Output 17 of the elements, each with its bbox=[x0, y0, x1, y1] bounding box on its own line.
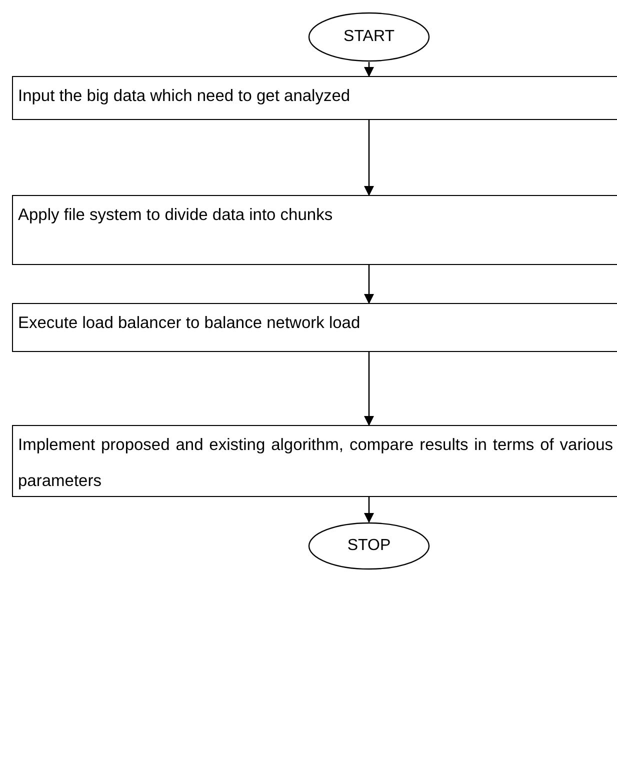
terminal-label: STOP bbox=[347, 536, 391, 556]
process-box bbox=[12, 195, 617, 265]
arrow bbox=[364, 265, 374, 304]
terminal-label: START bbox=[344, 27, 394, 47]
terminal-ellipse bbox=[308, 522, 430, 570]
terminal-ellipse bbox=[308, 12, 430, 62]
process-text: Apply file system to divide data into chunks bbox=[18, 205, 334, 226]
process-text: Implement proposed and existing algorithm, compare results in terms of various parameters bbox=[18, 435, 613, 492]
process-text: Execute load balancer to balance network load bbox=[18, 313, 362, 334]
arrow bbox=[364, 497, 374, 523]
arrow bbox=[364, 62, 374, 77]
process-text: Input the big data which need to get analyzed bbox=[18, 86, 352, 107]
process-box bbox=[12, 76, 617, 120]
arrow bbox=[364, 120, 374, 196]
process-box bbox=[12, 303, 617, 352]
arrow bbox=[364, 352, 374, 426]
process-box bbox=[12, 425, 617, 497]
